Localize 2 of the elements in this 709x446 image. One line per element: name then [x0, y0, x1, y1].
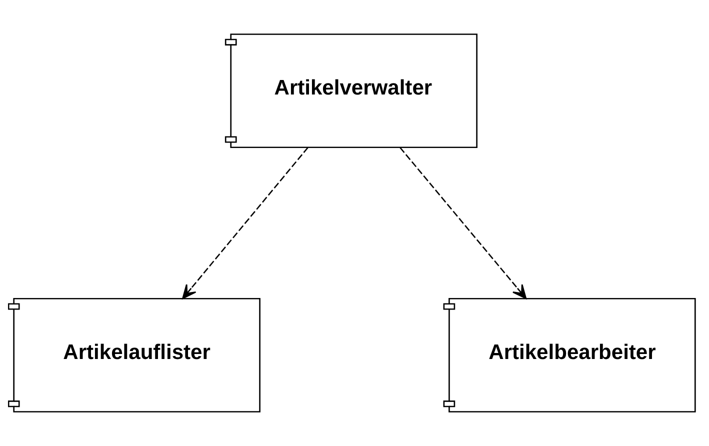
arrow — [400, 147, 527, 300]
arrow — [182, 147, 308, 300]
